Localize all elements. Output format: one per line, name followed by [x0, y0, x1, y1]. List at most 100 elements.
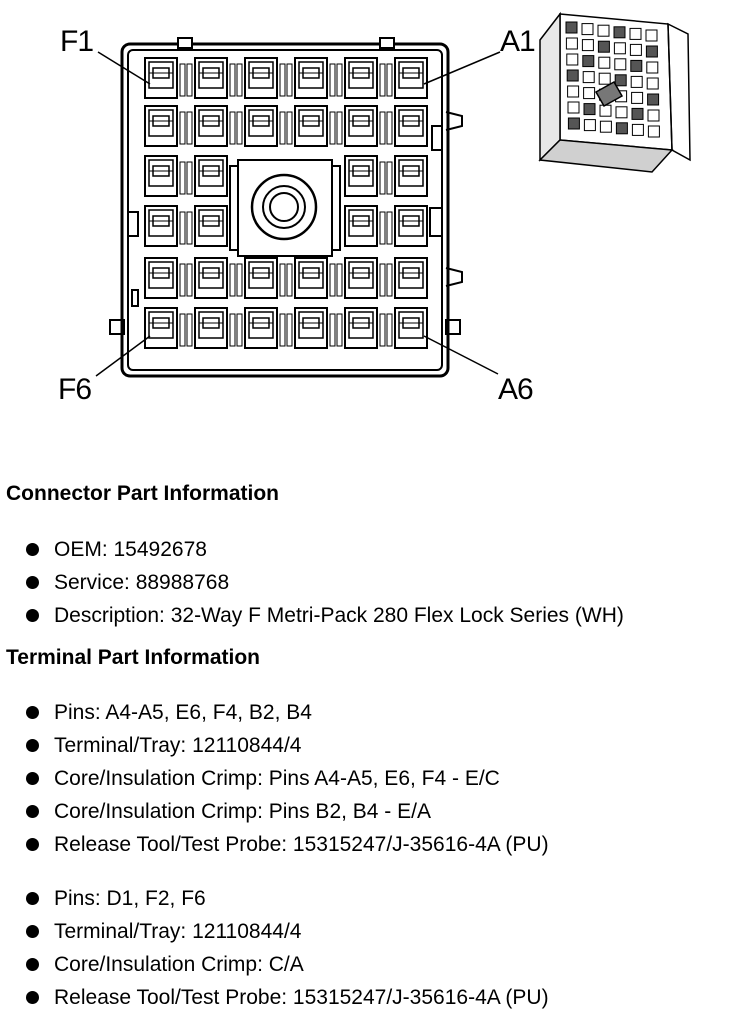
cavity-separator — [329, 313, 343, 347]
cavity-separator — [229, 263, 243, 297]
iso-cavity — [613, 42, 626, 55]
terminal-cavity — [244, 105, 278, 147]
terminal-cavity — [394, 57, 428, 99]
cavity-separator — [379, 111, 393, 145]
terminal-cavity — [344, 257, 378, 299]
terminal-cavity — [194, 105, 228, 147]
iso-cavity — [598, 72, 611, 85]
iso-cavity — [597, 40, 610, 53]
iso-cavity — [583, 103, 596, 116]
terminal-cavity — [394, 105, 428, 147]
iso-cavity — [598, 56, 611, 69]
cavity-separator — [229, 313, 243, 347]
iso-cavity — [630, 75, 643, 88]
bullet-icon — [26, 772, 39, 785]
cavity-separator — [329, 263, 343, 297]
bullet-icon — [26, 892, 39, 905]
cavity-separator — [229, 111, 243, 145]
terminal-cavity — [294, 257, 328, 299]
cavity-separator — [379, 63, 393, 97]
connector-isometric-view — [538, 11, 691, 173]
bullet-icon — [26, 838, 39, 851]
terminal-cavity — [144, 105, 178, 147]
terminal-cavity — [194, 57, 228, 99]
terminal-cavity — [344, 105, 378, 147]
cavity-separator — [379, 161, 393, 195]
terminal-cavity — [144, 57, 178, 99]
iso-cavity — [647, 109, 660, 122]
iso-cavity — [615, 106, 628, 119]
terminal-cavity — [294, 57, 328, 99]
terminal-section-title: Terminal Part Information — [6, 646, 260, 669]
bullet-icon — [26, 805, 39, 818]
connector-face-diagram — [95, 11, 691, 378]
cavity-separator — [329, 63, 343, 97]
callout-leaders — [95, 51, 501, 377]
iso-cavity — [567, 101, 580, 114]
terminal-cavity — [294, 105, 328, 147]
iso-cavity — [567, 85, 580, 98]
cavity-separator — [179, 263, 193, 297]
iso-cavity — [567, 117, 580, 130]
list-item-text: Description: 32-Way F Metri-Pack 280 Fle… — [54, 604, 624, 627]
cavity-separator — [379, 263, 393, 297]
terminal-cavity — [344, 57, 378, 99]
terminal-cavity — [144, 155, 178, 197]
iso-cavity — [645, 45, 658, 58]
list-item-text: Core/Insulation Crimp: Pins A4-A5, E6, F… — [54, 767, 500, 790]
cavity-separator — [179, 211, 193, 245]
iso-cavity — [599, 104, 612, 117]
list-item-text: Pins: A4-A5, E6, F4, B2, B4 — [54, 701, 312, 724]
iso-cavity — [566, 53, 579, 66]
list-item-text: OEM: 15492678 — [54, 538, 207, 561]
iso-cavity — [647, 93, 660, 106]
list-item-text: Pins: D1, F2, F6 — [54, 887, 206, 910]
terminal-cavity — [244, 307, 278, 349]
iso-cavity — [645, 29, 658, 42]
pin-label-a6: A6 — [498, 373, 534, 406]
iso-cavity — [631, 91, 644, 104]
terminal-cavity — [344, 307, 378, 349]
cavity-separator — [379, 313, 393, 347]
iso-cavity — [631, 123, 644, 136]
terminal-cavity — [244, 257, 278, 299]
bullet-icon — [26, 706, 39, 719]
list-item-text: Terminal/Tray: 12110844/4 — [54, 734, 302, 757]
iso-cavity — [581, 39, 594, 52]
iso-cavity — [582, 55, 595, 68]
terminal-cavity — [344, 205, 378, 247]
cavity-separator — [379, 211, 393, 245]
iso-cavity — [566, 69, 579, 82]
cavity-separator — [279, 63, 293, 97]
cavity-separator — [179, 161, 193, 195]
terminal-cavity — [394, 257, 428, 299]
connector-body — [109, 37, 463, 378]
cavity-separator — [229, 63, 243, 97]
iso-cavity — [565, 21, 578, 34]
bullet-icon — [26, 739, 39, 752]
bullet-icon — [26, 991, 39, 1004]
cavity-separator — [179, 63, 193, 97]
pin-label-f6: F6 — [58, 373, 92, 406]
cavity-separator — [179, 111, 193, 145]
connector-section-title: Connector Part Information — [6, 482, 280, 505]
terminal-cavity — [394, 155, 428, 197]
iso-cavity — [630, 59, 643, 72]
iso-cavity — [565, 37, 578, 50]
iso-cavity — [629, 43, 642, 56]
cavity-separator — [179, 313, 193, 347]
list-item-text: Terminal/Tray: 12110844/4 — [54, 920, 302, 943]
bullet-icon — [26, 576, 39, 589]
iso-cavity — [647, 125, 660, 138]
bullet-icon — [26, 958, 39, 971]
list-item-text: Service: 88988768 — [54, 571, 230, 594]
terminal-cavity — [194, 257, 228, 299]
iso-cavity — [629, 27, 642, 40]
iso-cavity — [597, 24, 610, 37]
bullet-icon — [26, 609, 39, 622]
iso-cavity — [582, 71, 595, 84]
pin-label-a1: A1 — [500, 25, 536, 58]
iso-cavity — [646, 61, 659, 74]
iso-cavity — [583, 87, 596, 100]
iso-cavity — [631, 107, 644, 120]
